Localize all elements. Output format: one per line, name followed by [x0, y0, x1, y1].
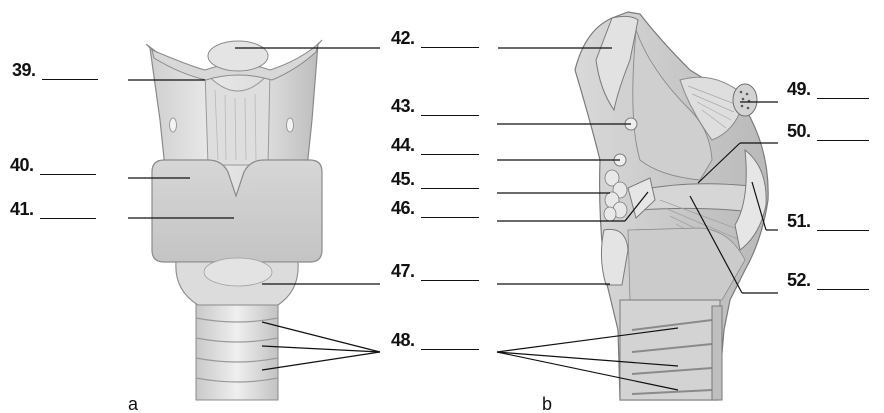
label-52-blank[interactable] — [817, 275, 869, 290]
label-47: 47. — [391, 261, 479, 281]
label-41: 41. — [10, 199, 96, 219]
label-42-number: 42. — [391, 28, 415, 48]
label-43-blank[interactable] — [421, 101, 479, 116]
label-44: 44. — [391, 135, 479, 155]
label-49-number: 49. — [787, 79, 811, 99]
label-49-blank[interactable] — [817, 84, 869, 99]
label-44-blank[interactable] — [421, 140, 479, 155]
label-47-number: 47. — [391, 261, 415, 281]
label-44-number: 44. — [391, 135, 415, 155]
label-40: 40. — [10, 155, 96, 175]
label-45: 45. — [391, 169, 479, 189]
label-46-blank[interactable] — [421, 203, 479, 218]
label-48: 48. — [391, 330, 479, 350]
label-40-blank[interactable] — [40, 160, 96, 175]
label-47-blank[interactable] — [421, 266, 479, 281]
label-41-number: 41. — [10, 199, 34, 219]
panel-a-letter: a — [128, 394, 139, 413]
label-52-number: 52. — [787, 270, 811, 290]
label-41-blank[interactable] — [40, 204, 96, 219]
label-46: 46. — [391, 198, 479, 218]
label-50-blank[interactable] — [817, 126, 869, 141]
label-39-number: 39. — [12, 60, 36, 80]
corniculate-cartilage-b — [733, 84, 757, 116]
label-42: 42. — [391, 28, 479, 48]
label-39-blank[interactable] — [42, 65, 98, 80]
label-45-number: 45. — [391, 169, 415, 189]
label-51: 51. — [787, 211, 869, 231]
label-43: 43. — [391, 96, 479, 116]
label-45-blank[interactable] — [421, 174, 479, 189]
trachea-rings-b — [620, 300, 722, 400]
label-51-number: 51. — [787, 211, 811, 231]
trachea-a — [196, 300, 278, 400]
label-40-number: 40. — [10, 155, 34, 175]
label-48-blank[interactable] — [421, 335, 479, 350]
label-48-number: 48. — [391, 330, 415, 350]
label-50-number: 50. — [787, 121, 811, 141]
label-39: 39. — [12, 60, 98, 80]
label-51-blank[interactable] — [817, 216, 869, 231]
panel-b-letter: b — [542, 394, 552, 413]
label-43-number: 43. — [391, 96, 415, 116]
label-46-number: 46. — [391, 198, 415, 218]
label-52: 52. — [787, 270, 869, 290]
anterior-larynx-view: a — [128, 40, 322, 413]
sagittal-larynx-view: b — [542, 12, 768, 413]
label-50: 50. — [787, 121, 869, 141]
label-49: 49. — [787, 79, 869, 99]
label-42-blank[interactable] — [421, 33, 479, 48]
